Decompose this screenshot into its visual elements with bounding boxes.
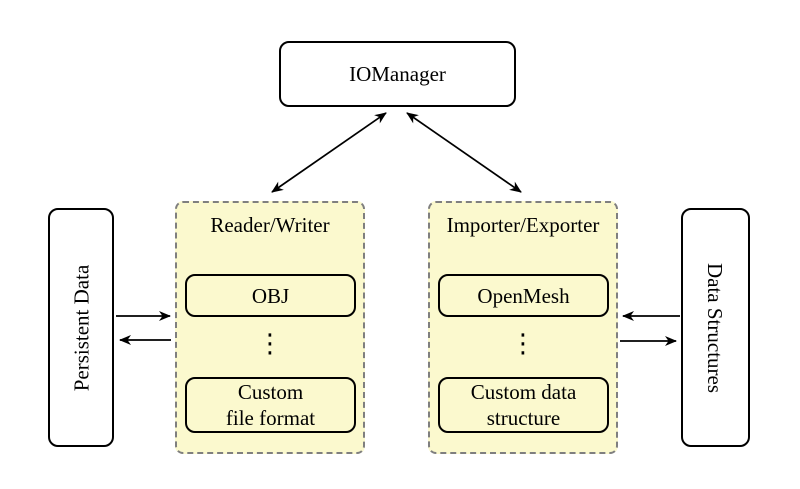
custom-data-structure-line2: structure xyxy=(486,406,561,430)
node-data-structures: Data Structures xyxy=(681,208,750,447)
node-custom-data-structure: Custom data structure xyxy=(438,377,609,433)
group-reader-writer-title: Reader/Writer xyxy=(210,213,330,237)
custom-file-format-line2: file format xyxy=(225,406,316,430)
custom-file-format-line1: Custom xyxy=(237,380,304,404)
node-custom-file-format: Custom file format xyxy=(185,377,356,433)
arrow-iomanager-readerwriter xyxy=(271,112,387,193)
custom-data-structure-line1: Custom data xyxy=(470,380,577,404)
arrow-iomanager-importerexporter xyxy=(406,112,522,193)
vertical-ellipsis-right: ⋮ xyxy=(510,329,536,359)
node-openmesh: OpenMesh xyxy=(438,274,609,317)
group-importer-exporter: Importer/Exporter OpenMesh ⋮ Custom data… xyxy=(428,201,618,454)
node-persistent-data: Persistent Data xyxy=(48,208,114,447)
data-structures-label: Data Structures xyxy=(703,262,728,393)
iomanager-label: IOManager xyxy=(349,62,446,86)
group-reader-writer: Reader/Writer OBJ ⋮ Custom file format xyxy=(175,201,365,454)
vertical-ellipsis-left: ⋮ xyxy=(257,329,283,359)
node-obj: OBJ xyxy=(185,274,356,317)
group-importer-exporter-title: Importer/Exporter xyxy=(446,213,600,237)
obj-label: OBJ xyxy=(251,283,290,308)
openmesh-label: OpenMesh xyxy=(477,283,570,308)
node-iomanager: IOManager xyxy=(279,41,516,107)
persistent-data-label: Persistent Data xyxy=(69,264,93,391)
